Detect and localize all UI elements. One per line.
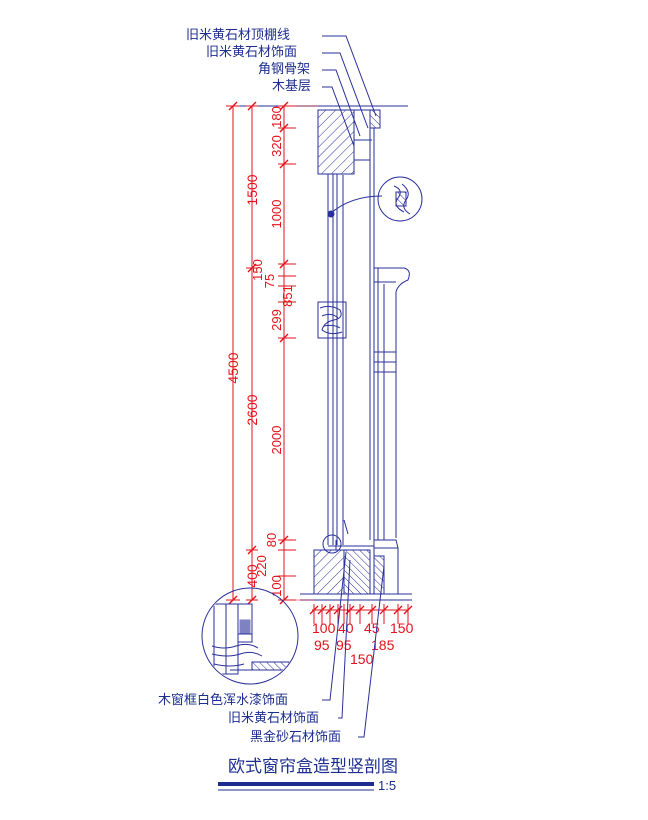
dim-80: 80 [264,533,279,547]
label-angle-steel: 角钢骨架 [258,62,310,77]
dim-2600: 2600 [244,394,260,425]
drawing-title-block: 欧式窗帘盒造型竖剖图 1:5 [218,757,398,793]
dim-180: 180 [269,106,284,128]
curtain-box-section [232,105,408,545]
dim-851: 851 [280,285,295,307]
window-sill-section [300,519,412,601]
dim-1500: 1500 [244,174,260,205]
label-wood-base: 木基层 [272,79,311,94]
window-column [373,267,410,595]
dim-b-185: 185 [371,637,395,653]
bottom-labels: 木窗框白色浑水漆饰面 旧米黄石材饰面 黑金砂石材饰面 [158,551,385,745]
bottom-dimension-texts: 100 40 45 150 95 95 185 150 [312,620,414,667]
dimension-chains [226,101,318,605]
bottom-dimension-chain [309,604,413,624]
drawing-scale: 1:5 [378,778,396,793]
dim-total-height: 4500 [225,352,241,383]
dim-b-95a: 95 [314,637,330,653]
dim-75: 75 [262,274,277,288]
label-window-frame-paint: 木窗框白色浑水漆饰面 [158,692,288,708]
dim-100: 100 [269,575,284,597]
dim-1000: 1000 [269,200,284,229]
dim-299: 299 [269,309,284,331]
top-labels: 旧米黄石材顶棚线 旧米黄石材饰面 角钢骨架 木基层 [186,28,377,147]
dim-b-150-low: 150 [350,651,374,667]
dim-400: 400 [244,564,260,588]
label-stone-finish-bottom: 旧米黄石材饰面 [228,711,319,726]
curtain-ring-block [317,301,347,339]
dimension-texts: 4500 1500 2600 400 180 320 1000 150 75 8… [225,106,295,597]
title-underline-thick [218,782,374,786]
drawing-title: 欧式窗帘盒造型竖剖图 [228,757,398,777]
dim-2000: 2000 [269,426,284,455]
dim-b-40: 40 [338,620,354,636]
detail-bubble-sill [201,587,299,685]
dim-220: 220 [254,555,269,577]
dim-b-95b: 95 [336,637,352,653]
dim-320: 320 [269,135,284,157]
dim-b-150: 150 [390,620,414,636]
label-stone-finish-top: 旧米黄石材饰面 [206,45,297,60]
label-black-granite: 黑金砂石材饰面 [250,729,341,745]
label-ceiling-moulding: 旧米黄石材顶棚线 [186,28,290,43]
dim-b-100: 100 [312,620,336,636]
detail-bubble-rod [377,176,423,222]
dim-150: 150 [250,259,265,281]
